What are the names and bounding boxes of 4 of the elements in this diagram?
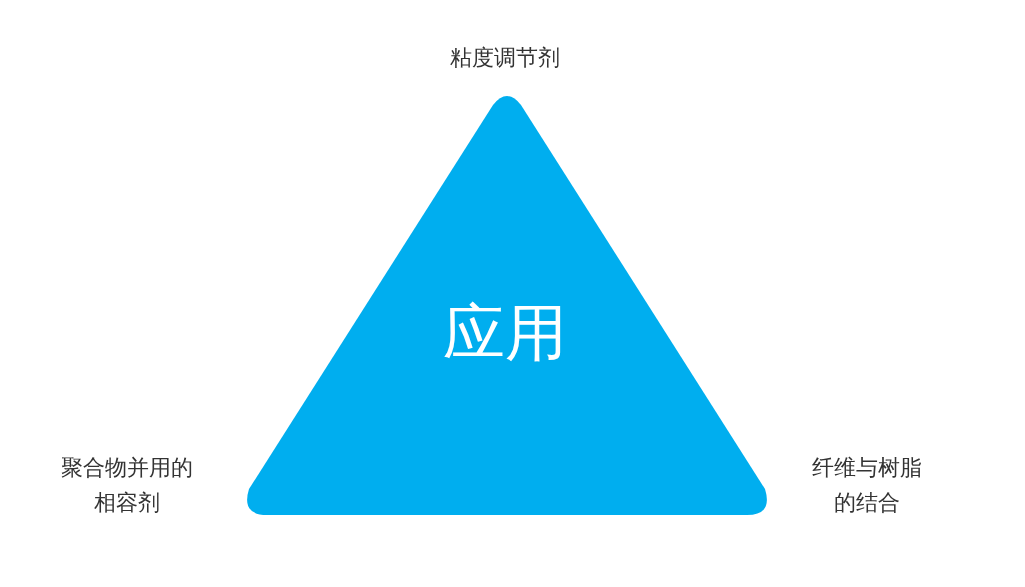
corner-label: 纤维与树脂的结合 [811,454,923,517]
center-label: 应用 [442,297,568,369]
corner-label: 聚合物并用的相容剂 [60,454,194,517]
corner-label: 粘度调节剂 [449,44,561,72]
